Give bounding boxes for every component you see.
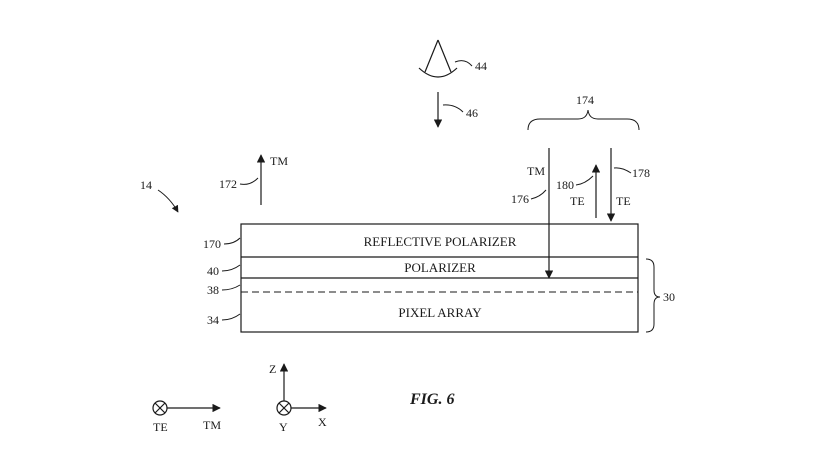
ref-30: 30 (663, 290, 675, 304)
display-layer-stack (240, 223, 639, 333)
leader-172 (239, 177, 259, 185)
legend-tm-label: TM (203, 418, 221, 432)
y-axis-into-page-icon (276, 400, 292, 416)
ref-170: 170 (203, 237, 221, 251)
axis-x-label: X (318, 415, 327, 429)
te-up-label: TE (570, 194, 585, 208)
ref-46: 46 (466, 106, 478, 120)
ref-180: 180 (556, 178, 574, 192)
ref-176: 176 (511, 192, 529, 206)
ref-40: 40 (207, 264, 219, 278)
ref-172: 172 (219, 177, 237, 191)
legend-te-label: TE (153, 420, 168, 434)
leader-176 (530, 189, 547, 200)
figure-caption: FIG. 6 (409, 391, 454, 408)
te-down-label: TE (616, 194, 631, 208)
ref-34: 34 (207, 313, 219, 327)
ref-44: 44 (475, 59, 487, 73)
leader-180 (575, 175, 594, 186)
leader-170 (223, 237, 241, 245)
tm-up-label: TM (270, 154, 288, 168)
leader-46 (442, 104, 464, 113)
layer-pixel-array: PIXEL ARRAY (398, 305, 482, 320)
layer-reflective-polarizer: REFLECTIVE POLARIZER (364, 234, 517, 249)
axis-y-label: Y (279, 420, 288, 434)
brace-174 (527, 109, 640, 131)
leader-178 (613, 167, 632, 174)
axis-z-label: Z (269, 362, 276, 376)
ref-174: 174 (576, 93, 594, 107)
leader-40 (221, 264, 241, 272)
layer-polarizer: POLARIZER (404, 260, 476, 275)
leader-38 (221, 284, 241, 291)
leader-14-arrow (157, 189, 179, 213)
leader-44 (454, 60, 473, 67)
viewer-eye-icon (418, 39, 458, 78)
ref-178: 178 (632, 166, 650, 180)
te-into-page-icon (152, 400, 168, 416)
tm-down-label: TM (527, 164, 545, 178)
leader-34 (221, 313, 241, 321)
ref-38: 38 (207, 283, 219, 297)
ref-14: 14 (140, 178, 152, 192)
bracket-30 (645, 258, 661, 333)
